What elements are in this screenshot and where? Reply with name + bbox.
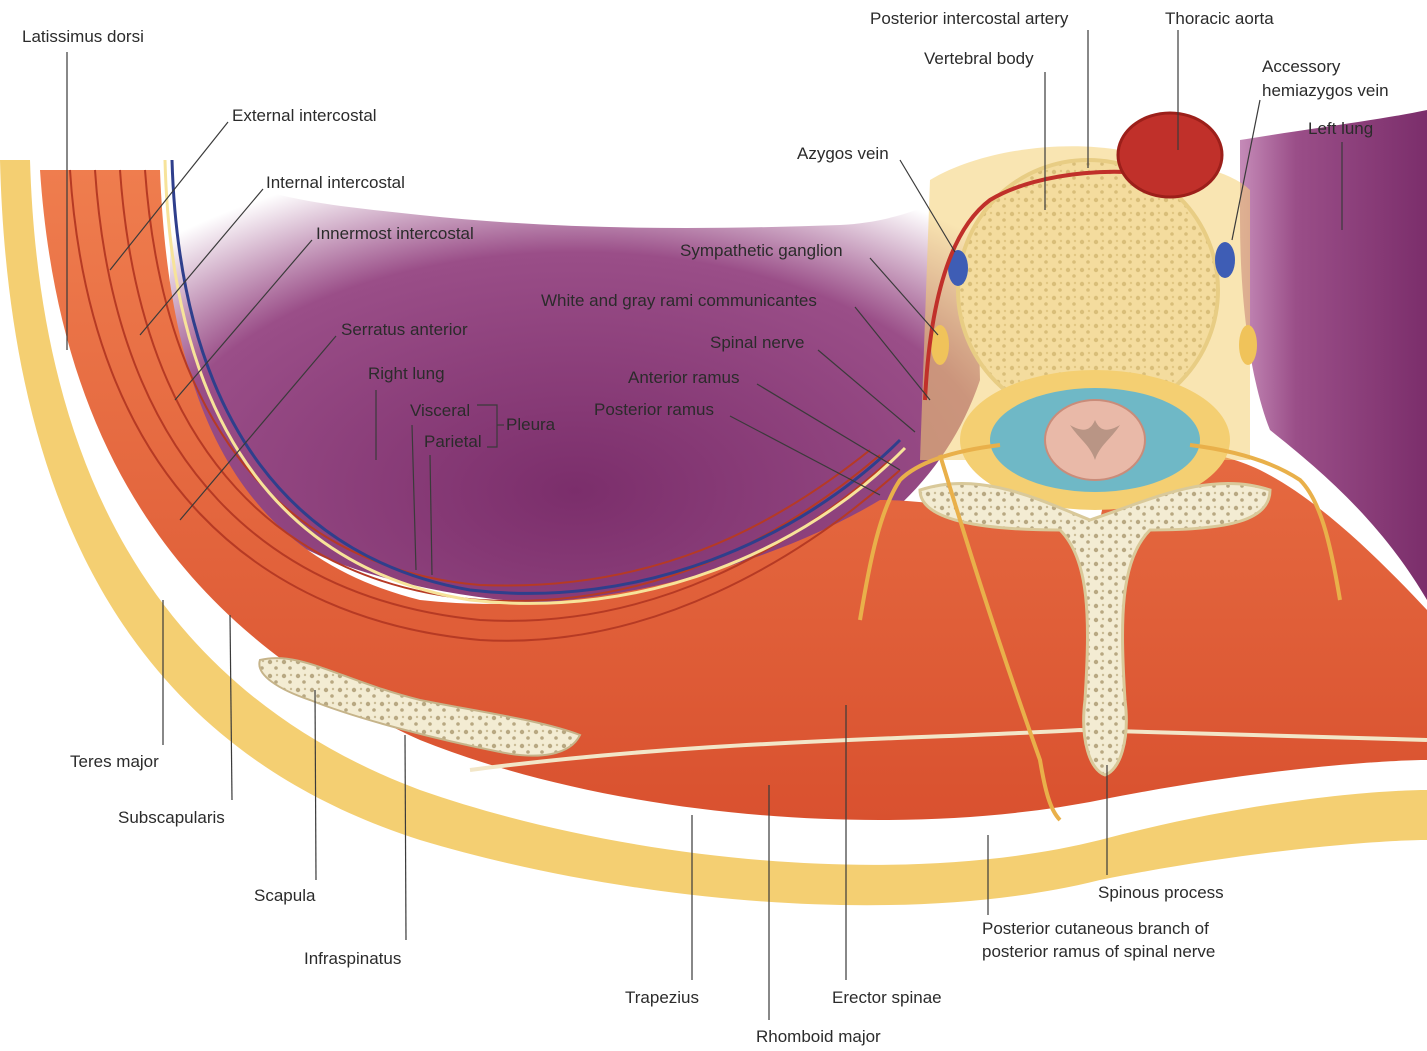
- label-posterior-ramus: Posterior ramus: [594, 400, 714, 419]
- label-posterior-cutaneous-line2: posterior ramus of spinal nerve: [982, 942, 1215, 961]
- label-left-lung: Left lung: [1308, 119, 1373, 138]
- label-subscapularis: Subscapularis: [118, 808, 225, 827]
- label-teres-major: Teres major: [70, 752, 159, 771]
- label-accessory-hemiazygos-line1: Accessory: [1262, 57, 1341, 76]
- label-erector-spinae: Erector spinae: [832, 988, 942, 1007]
- label-serratus-anterior: Serratus anterior: [341, 320, 468, 339]
- label-external-intercostal: External intercostal: [232, 106, 377, 125]
- leader-infraspinatus: [405, 735, 406, 940]
- label-rhomboid-major: Rhomboid major: [756, 1027, 881, 1046]
- thoracic-aorta-vessel: [1118, 113, 1222, 197]
- label-posterior-cutaneous-line1: Posterior cutaneous branch of: [982, 919, 1209, 938]
- label-spinous-process: Spinous process: [1098, 883, 1224, 902]
- leader-scapula: [315, 690, 316, 880]
- label-internal-intercostal: Internal intercostal: [266, 173, 405, 192]
- label-right-lung: Right lung: [368, 364, 445, 383]
- label-trapezius: Trapezius: [625, 988, 699, 1007]
- label-rami-communicantes: White and gray rami communicantes: [541, 291, 817, 310]
- label-scapula: Scapula: [254, 886, 316, 905]
- label-sympathetic-ganglion: Sympathetic ganglion: [680, 241, 843, 260]
- label-vertebral-body: Vertebral body: [924, 49, 1034, 68]
- label-accessory-hemiazygos-line2: hemiazygos vein: [1262, 81, 1389, 100]
- label-innermost-intercostal: Innermost intercostal: [316, 224, 474, 243]
- label-anterior-ramus: Anterior ramus: [628, 368, 739, 387]
- hemiazygos-vein-shape: [1215, 242, 1235, 278]
- label-posterior-intercostal-artery: Posterior intercostal artery: [870, 9, 1069, 28]
- label-pleura: Pleura: [506, 415, 556, 434]
- label-spinal-nerve: Spinal nerve: [710, 333, 805, 352]
- label-latissimus-dorsi: Latissimus dorsi: [22, 27, 144, 46]
- label-visceral: Visceral: [410, 401, 470, 420]
- label-parietal: Parietal: [424, 432, 482, 451]
- label-azygos-vein: Azygos vein: [797, 144, 889, 163]
- label-infraspinatus: Infraspinatus: [304, 949, 401, 968]
- sympathetic-ganglion-left: [1239, 325, 1257, 365]
- label-thoracic-aorta: Thoracic aorta: [1165, 9, 1274, 28]
